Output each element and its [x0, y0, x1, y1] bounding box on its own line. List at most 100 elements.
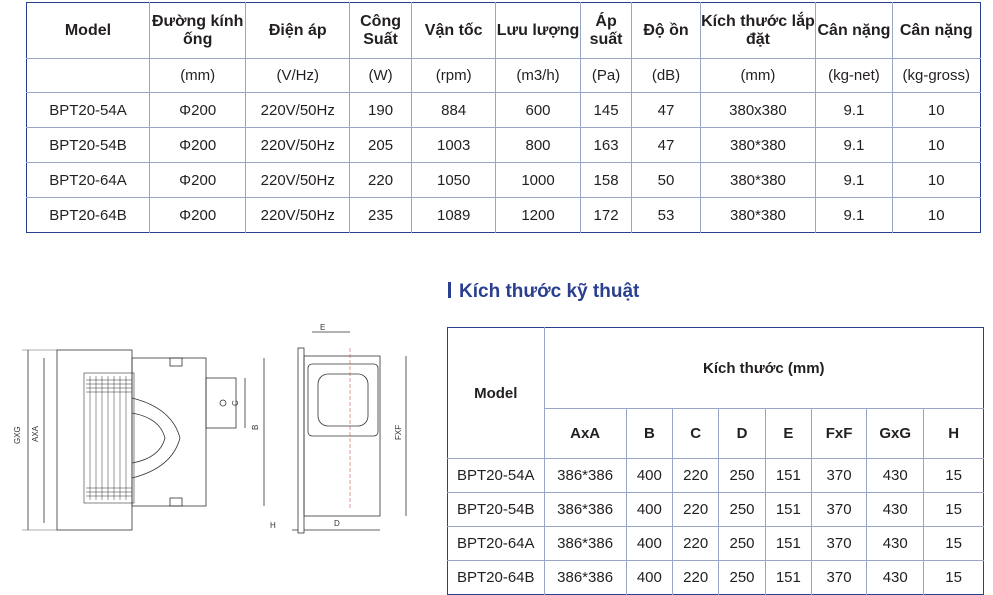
spec-unit-cell: (rpm): [411, 58, 496, 93]
spec-cell: 220V/50Hz: [245, 162, 350, 198]
dim-cell: 15: [923, 560, 984, 595]
technical-drawing: GXG AXA C B E FXF H D: [13, 323, 407, 534]
grille-slats: [86, 376, 132, 500]
dim-col-header: AxA: [543, 408, 627, 459]
dim-label: AXA: [31, 425, 40, 442]
spec-unit-cell: [26, 58, 150, 93]
spec-cell: 220V/50Hz: [245, 197, 350, 233]
table-row: BPT20-54A Φ200 220V/50Hz 190 884 600 145…: [26, 92, 981, 128]
dim-cell: 430: [866, 458, 924, 493]
dim-cell: 220: [672, 492, 719, 527]
spec-cell: Φ200: [148, 92, 246, 128]
spec-cell: 10: [891, 127, 981, 163]
table-row: BPT20-64B Φ200 220V/50Hz 235 1089 1200 1…: [26, 197, 981, 233]
spec-cell: 1089: [411, 197, 496, 233]
dim-cell: 370: [811, 560, 867, 595]
spec-cell: 9.1: [815, 162, 893, 198]
dim-cell: BPT20-54A: [447, 458, 545, 493]
spec-cell: 1050: [411, 162, 496, 198]
outlet-inner: [317, 373, 369, 427]
spec-unit-cell: (V/Hz): [245, 58, 350, 93]
spec-header-cell: Áp suất: [579, 2, 632, 59]
spec-cell: 9.1: [815, 92, 893, 128]
dim-cell: 250: [718, 492, 766, 527]
spec-cell: 1003: [411, 127, 496, 163]
dim-cell: 430: [866, 526, 924, 561]
spec-unit-cell: (mm): [148, 58, 246, 93]
spec-cell: Φ200: [148, 162, 246, 198]
spec-units-row: (mm) (V/Hz) (W) (rpm) (m3/h) (Pa) (dB) (…: [26, 58, 981, 93]
impeller-curve: [131, 397, 181, 479]
dim-cell: 430: [866, 492, 924, 527]
spec-table: Model Đường kính ống Điện áp Công Suất V…: [26, 2, 981, 233]
front-view-drawing: [22, 349, 265, 531]
spec-cell: 1200: [495, 197, 581, 233]
spec-header-cell: Công Suất: [349, 2, 412, 59]
spec-header-cell: Model: [64, 21, 112, 39]
dim-cell: 400: [625, 458, 673, 493]
table-row: BPT20-54A 386*386 400 220 250 151 370 43…: [447, 458, 984, 493]
table-row: BPT20-64A Φ200 220V/50Hz 220 1050 1000 1…: [26, 162, 981, 198]
spec-unit-cell: (W): [349, 58, 412, 93]
title-accent-bar: [448, 282, 451, 298]
spec-cell: 884: [411, 92, 496, 128]
outlet-square: [307, 363, 379, 437]
spec-cell: 47: [631, 127, 701, 163]
spec-header-cell: Lưu lượng: [495, 2, 581, 59]
dim-cell: 15: [923, 458, 984, 493]
dim-model-header: Model: [474, 384, 518, 402]
spec-unit-cell: (kg-gross): [891, 58, 981, 93]
spec-cell: 380x380: [699, 92, 816, 128]
side-flange: [297, 347, 305, 534]
dim-cell: 220: [672, 560, 719, 595]
dim-group-header: Kích thước (mm): [543, 327, 984, 409]
dim-cell: 386*386: [543, 458, 627, 493]
dim-col-header: GxG: [866, 408, 924, 459]
dim-col-header-row: AxA B C D E FxF GxG H: [448, 408, 984, 459]
spec-cell: BPT20-54A: [26, 92, 150, 128]
spec-unit-cell: (mm): [699, 58, 816, 93]
spec-header-cell: Vận tốc: [411, 2, 496, 59]
dim-cell: 220: [672, 526, 719, 561]
dim-cell: 386*386: [543, 492, 627, 527]
spec-unit-cell: (m3/h): [495, 58, 581, 93]
spec-cell: 50: [631, 162, 701, 198]
dim-cell: 250: [718, 526, 766, 561]
table-row: BPT20-64A 386*386 400 220 250 151 370 43…: [447, 526, 984, 561]
outlet-duct: [205, 377, 237, 429]
dim-label: B: [251, 425, 260, 430]
spec-cell: 10: [891, 92, 981, 128]
spec-cell: 220V/50Hz: [245, 127, 350, 163]
spec-header-cell: Cân nặng: [891, 2, 981, 59]
spec-cell: 47: [631, 92, 701, 128]
dim-col-header: D: [718, 408, 766, 459]
dim-cell: 400: [625, 560, 673, 595]
dim-cell: BPT20-54B: [447, 492, 545, 527]
dim-header-row: Model Kích thước (mm): [448, 327, 984, 409]
dim-cell: 400: [625, 492, 673, 527]
side-body: [303, 355, 381, 517]
dimensions-table: Model Kích thước (mm) AxA B C D E FxF Gx…: [447, 327, 984, 595]
dim-cell: 250: [718, 458, 766, 493]
dim-label: GXG: [13, 426, 22, 444]
spec-header-row: Model Đường kính ống Điện áp Công Suất V…: [27, 2, 981, 59]
spec-cell: 380*380: [699, 162, 816, 198]
spec-cell: 205: [349, 127, 412, 163]
mount-tab: [169, 357, 183, 367]
dim-cell: 386*386: [543, 560, 627, 595]
spec-cell: BPT20-54B: [26, 127, 150, 163]
dim-col-header: FxF: [811, 408, 867, 459]
grille-inner: [83, 372, 135, 504]
spec-cell: 145: [579, 92, 632, 128]
dim-cell: BPT20-64A: [447, 526, 545, 561]
dim-label: D: [334, 519, 340, 528]
spec-header-cell: Kích thước lắp đặt: [699, 2, 816, 59]
dim-label: H: [270, 521, 276, 530]
dim-cell: 250: [718, 560, 766, 595]
table-row: BPT20-64B 386*386 400 220 250 151 370 43…: [447, 560, 984, 595]
dim-cell: 151: [764, 458, 812, 493]
section-title: Kích thước kỹ thuật: [448, 281, 639, 303]
spec-cell: BPT20-64B: [26, 197, 150, 233]
spec-cell: 172: [579, 197, 632, 233]
dim-cell: 15: [923, 526, 984, 561]
